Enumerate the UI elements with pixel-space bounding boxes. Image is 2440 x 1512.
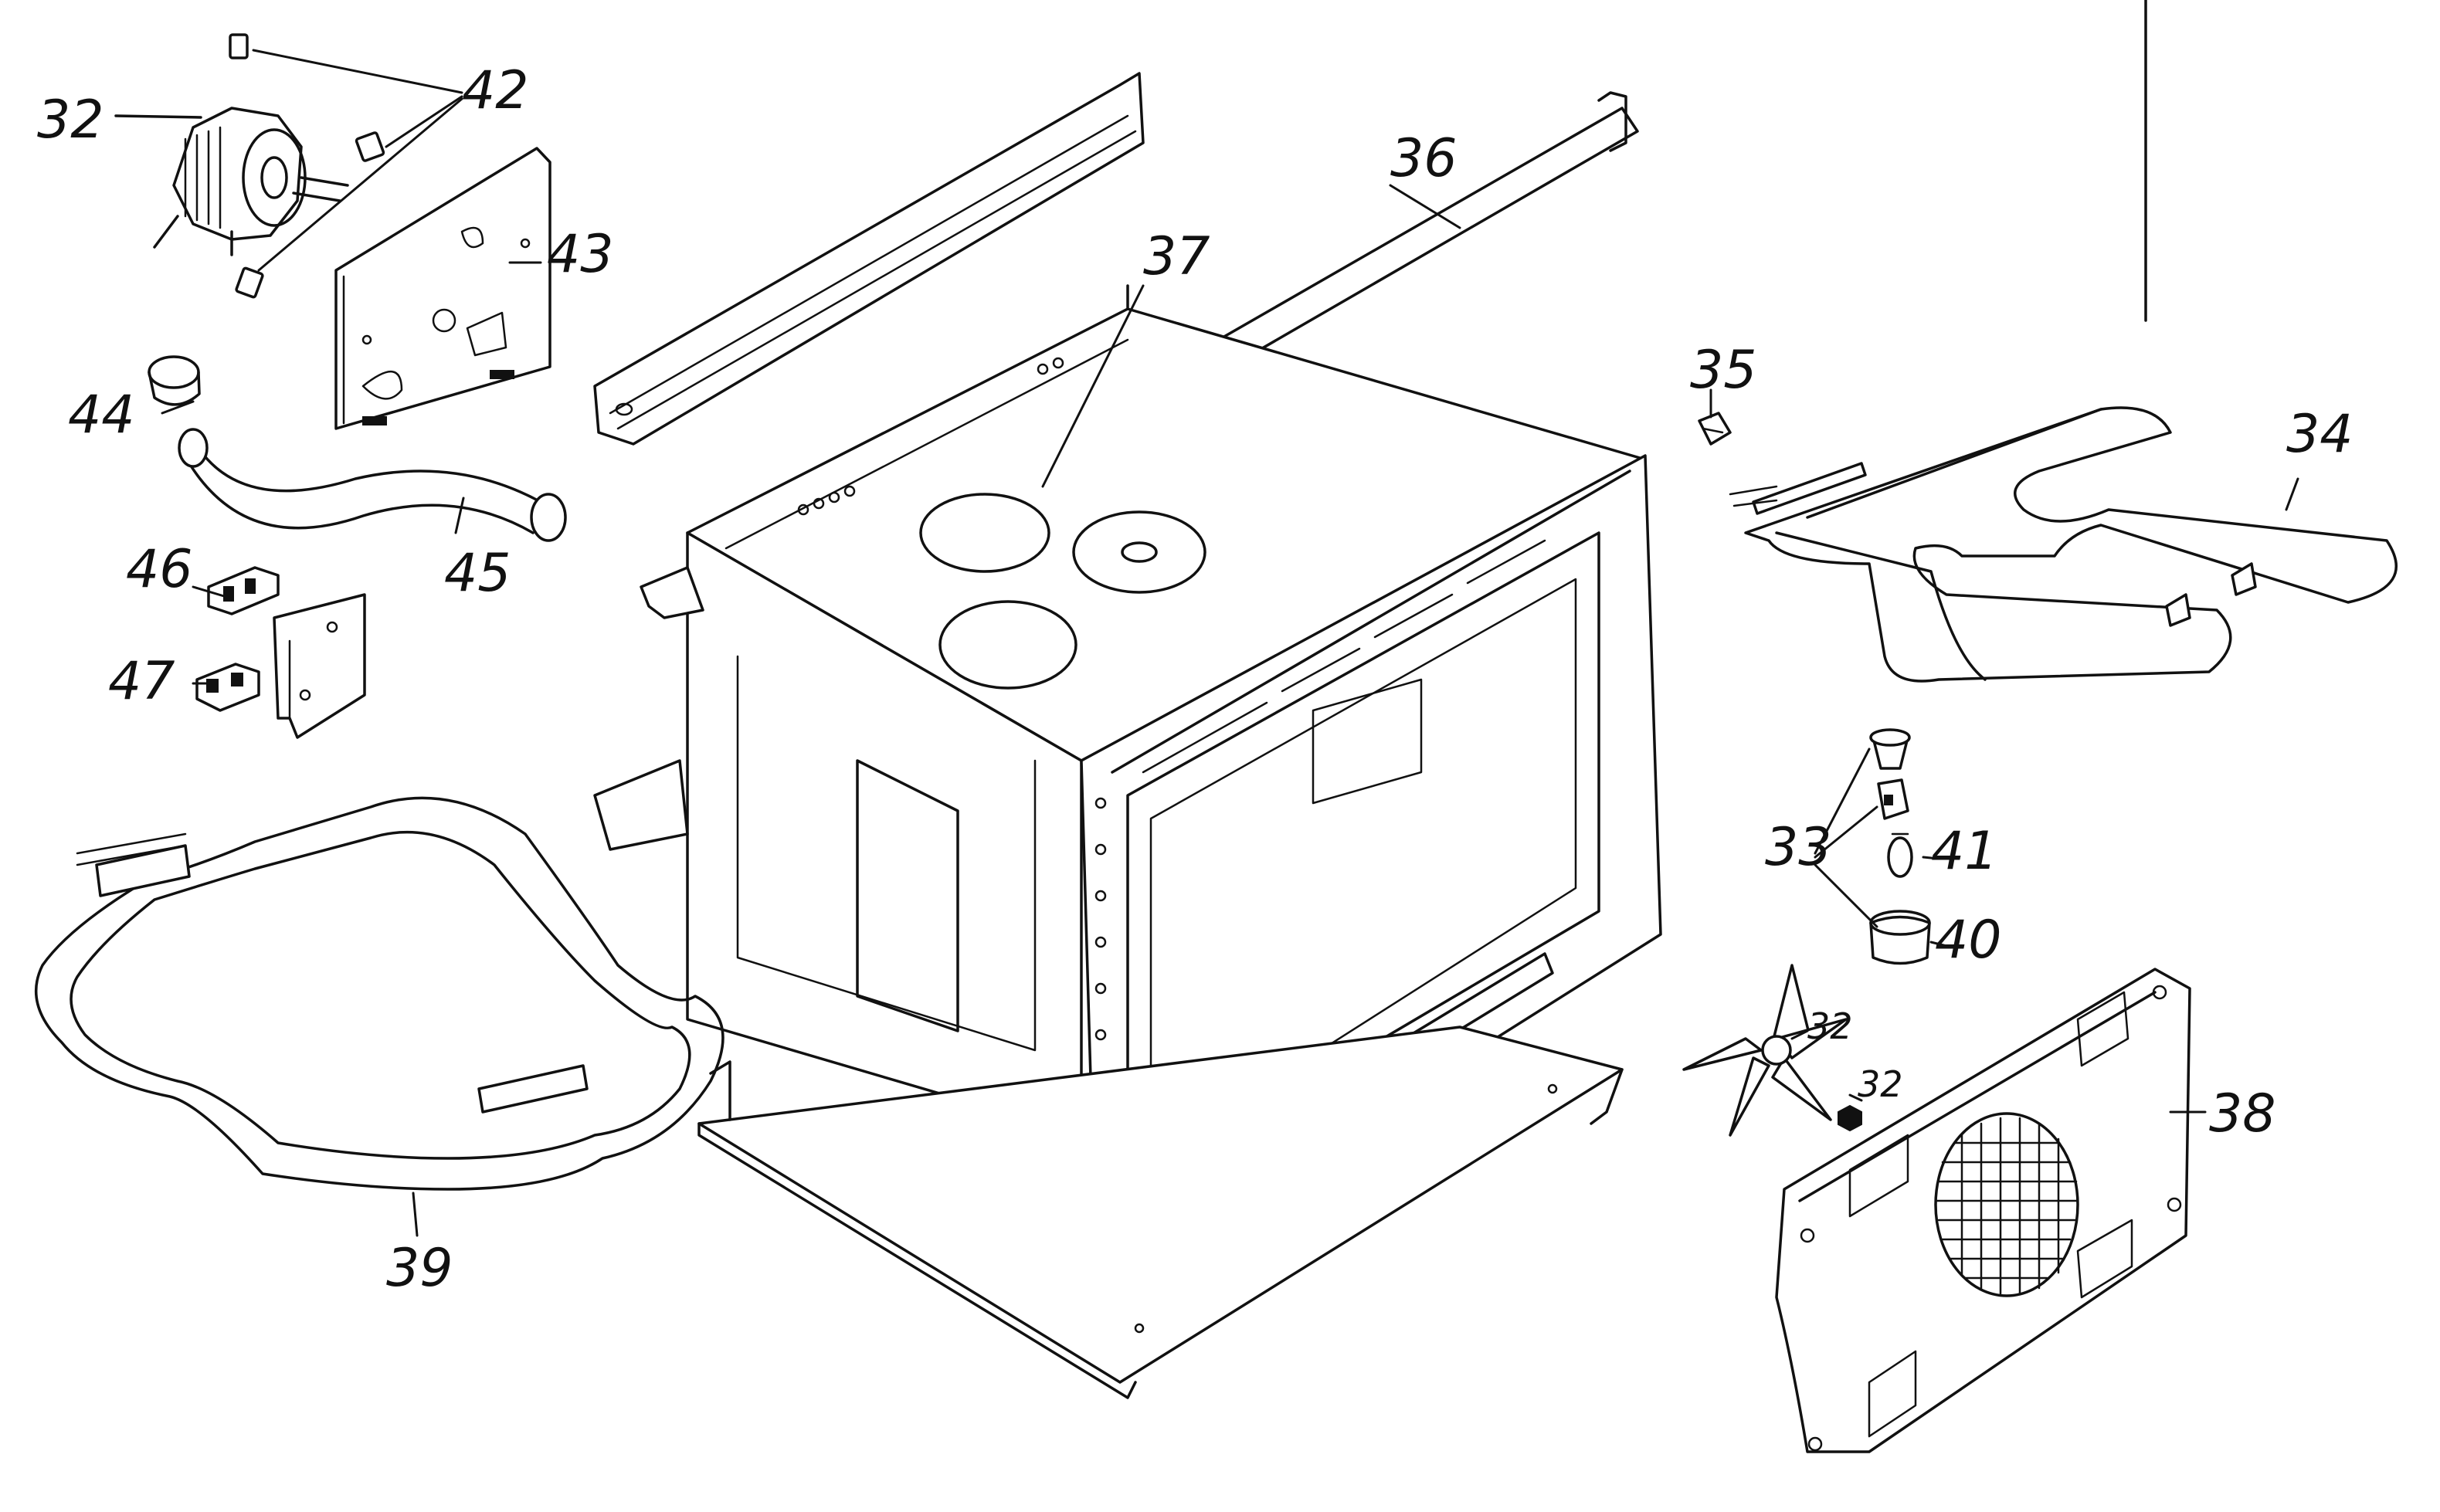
label-32: 32 <box>37 90 104 151</box>
part-hose <box>178 428 567 542</box>
label-38: 38 <box>2209 1083 2276 1144</box>
part-switch-47 <box>195 663 260 712</box>
label-37: 37 <box>1143 226 1210 287</box>
part-lamp-cover <box>1869 728 1911 770</box>
label-35: 35 <box>1690 340 1757 401</box>
part-lamp-socket <box>1869 910 1931 965</box>
label-41: 41 <box>1931 821 1998 882</box>
part-bottom-heating-element <box>34 796 725 1191</box>
part-labels: 32 42 43 44 45 46 47 36 37 35 34 33 41 4… <box>37 60 2353 1299</box>
part-clips <box>229 33 463 299</box>
part-grill-element <box>1729 406 2398 683</box>
part-lamp-holder <box>1877 778 1909 820</box>
part-bracket-35 <box>1698 412 1732 446</box>
lamp-leaders <box>1814 748 1948 948</box>
label-43: 43 <box>547 224 614 285</box>
part-nut <box>1838 1104 1862 1132</box>
label-42: 42 <box>462 60 529 121</box>
part-side-rail-upper <box>593 72 1145 446</box>
label-47: 47 <box>108 651 175 712</box>
part-rear-cover <box>1775 968 2191 1453</box>
label-39: 39 <box>386 1238 453 1299</box>
label-32-impeller: 32 <box>1807 1005 1853 1047</box>
part-bottom-tray <box>697 1026 1624 1399</box>
label-45: 45 <box>444 543 511 604</box>
part-fan-motor <box>114 107 349 256</box>
part-hose-cap <box>148 355 201 406</box>
label-44: 44 <box>68 385 135 446</box>
part-lamp-bulb <box>1887 832 1913 878</box>
label-34: 34 <box>2286 404 2353 465</box>
label-46: 46 <box>126 539 193 600</box>
part-oven-cavity <box>593 284 1662 1307</box>
part-fan-impeller <box>1682 964 1848 1137</box>
label-32-nut: 32 <box>1858 1063 1903 1105</box>
grille-holes <box>1936 1117 2079 1295</box>
label-36: 36 <box>1390 128 1458 189</box>
label-40: 40 <box>1935 910 2002 971</box>
part-switch-bracket <box>273 593 366 739</box>
label-33: 33 <box>1765 817 1832 878</box>
part-motor-mounting-plate <box>334 147 551 430</box>
part-switch-46 <box>207 566 280 615</box>
leader-lines <box>161 184 2299 1237</box>
